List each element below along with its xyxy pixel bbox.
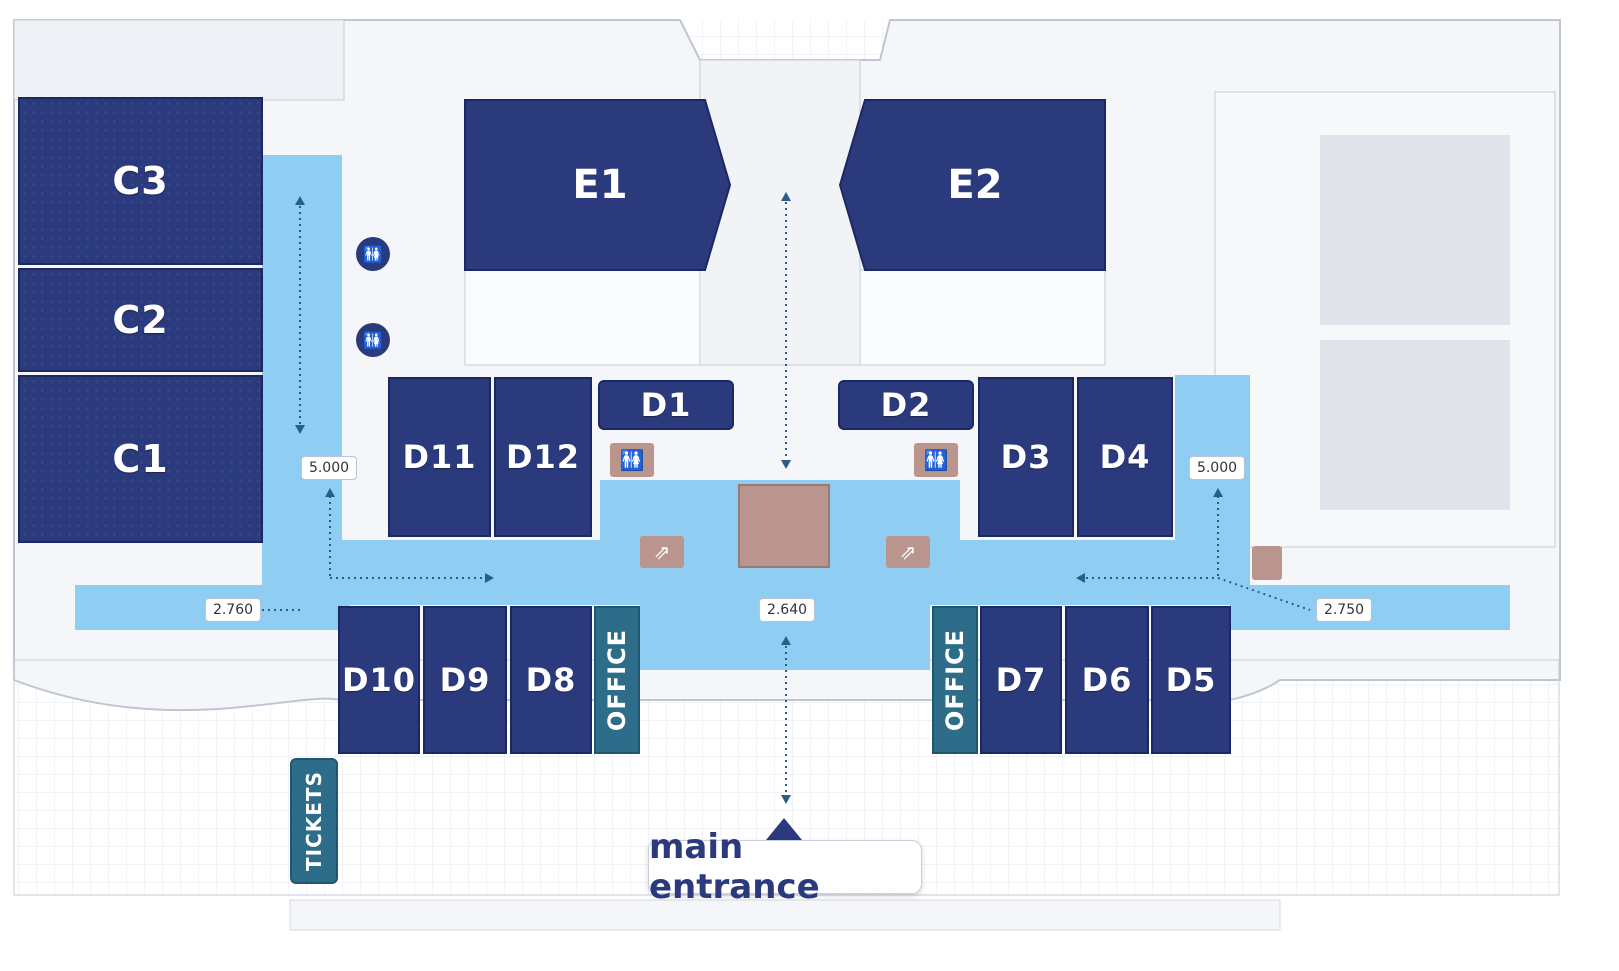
dimension-center-horizontal: 2.640: [758, 598, 816, 622]
main-entrance-label[interactable]: main entrance: [648, 827, 922, 907]
hall-d7[interactable]: D7: [980, 606, 1062, 754]
hall-d11[interactable]: D11: [388, 377, 491, 537]
hall-d12[interactable]: D12: [494, 377, 592, 537]
hall-d8[interactable]: D8: [510, 606, 592, 754]
corridor-left-vertical: [262, 155, 342, 625]
restroom-icon-upper: 🚻: [356, 237, 390, 271]
escalator-icon-left: ⇗: [640, 536, 684, 568]
hall-d1[interactable]: D1: [598, 380, 734, 430]
hall-d3[interactable]: D3: [978, 377, 1074, 537]
entrance-arrow-icon: [766, 818, 802, 840]
hall-d10[interactable]: D10: [338, 606, 420, 754]
hall-d9[interactable]: D9: [423, 606, 507, 754]
restroom-icon-lower: 🚻: [356, 323, 390, 357]
hall-d5[interactable]: D5: [1151, 606, 1231, 754]
dimension-left-vertical: 5.000: [300, 456, 358, 480]
hall-c2[interactable]: C2: [18, 268, 263, 372]
office-left[interactable]: OFFICE: [594, 606, 640, 754]
restroom-icon-left: 🚻: [610, 443, 654, 477]
hall-e2[interactable]: E2: [947, 162, 1003, 208]
dimension-left-horizontal: 2.760: [204, 598, 262, 622]
office-right[interactable]: OFFICE: [932, 606, 978, 754]
hall-e1[interactable]: E1: [572, 162, 628, 208]
hall-d6[interactable]: D6: [1065, 606, 1149, 754]
hall-c3[interactable]: C3: [18, 97, 263, 265]
dimension-right-vertical: 5.000: [1188, 456, 1246, 480]
hall-d4[interactable]: D4: [1077, 377, 1173, 537]
tickets-booth[interactable]: TICKETS: [290, 758, 338, 884]
restroom-icon-right: 🚻: [914, 443, 958, 477]
escalator-icon-right: ⇗: [886, 536, 930, 568]
central-service-block: [738, 484, 830, 568]
hall-c1[interactable]: C1: [18, 375, 263, 543]
service-block-right: [1252, 546, 1282, 580]
dimension-right-horizontal: 2.750: [1315, 598, 1373, 622]
corridor-right-vertical: [1175, 375, 1250, 605]
hall-d2[interactable]: D2: [838, 380, 974, 430]
